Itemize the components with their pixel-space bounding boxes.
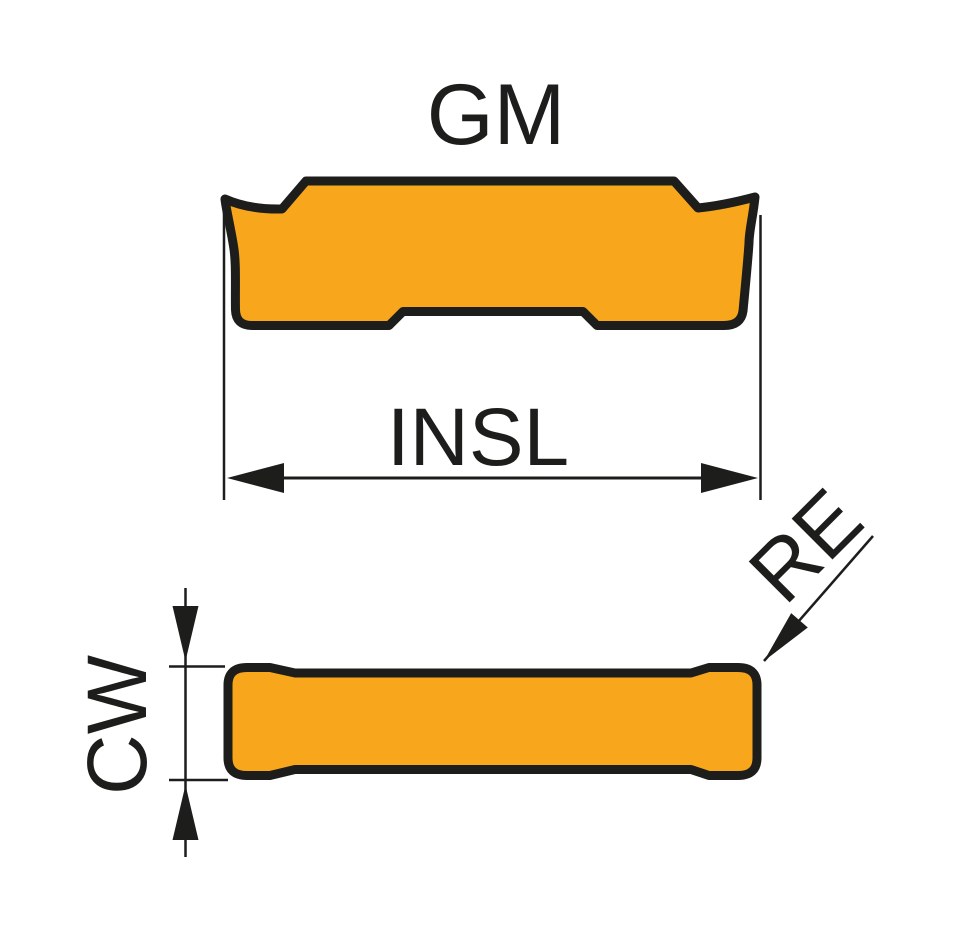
- cw-arrowhead-bottom: [172, 785, 199, 840]
- insert-side-view-shape: [220, 176, 760, 330]
- insert-front-view-shape: [223, 663, 762, 780]
- cw-label: CW: [70, 655, 164, 795]
- re-label: RE: [731, 471, 880, 620]
- insl-arrowhead-right: [701, 463, 758, 493]
- insl-label: INSL: [387, 392, 569, 483]
- re-arrowhead: [764, 613, 808, 661]
- cw-arrowhead-top: [172, 606, 199, 661]
- insl-arrowhead-left: [227, 463, 284, 493]
- diagram-title: GM: [427, 67, 566, 163]
